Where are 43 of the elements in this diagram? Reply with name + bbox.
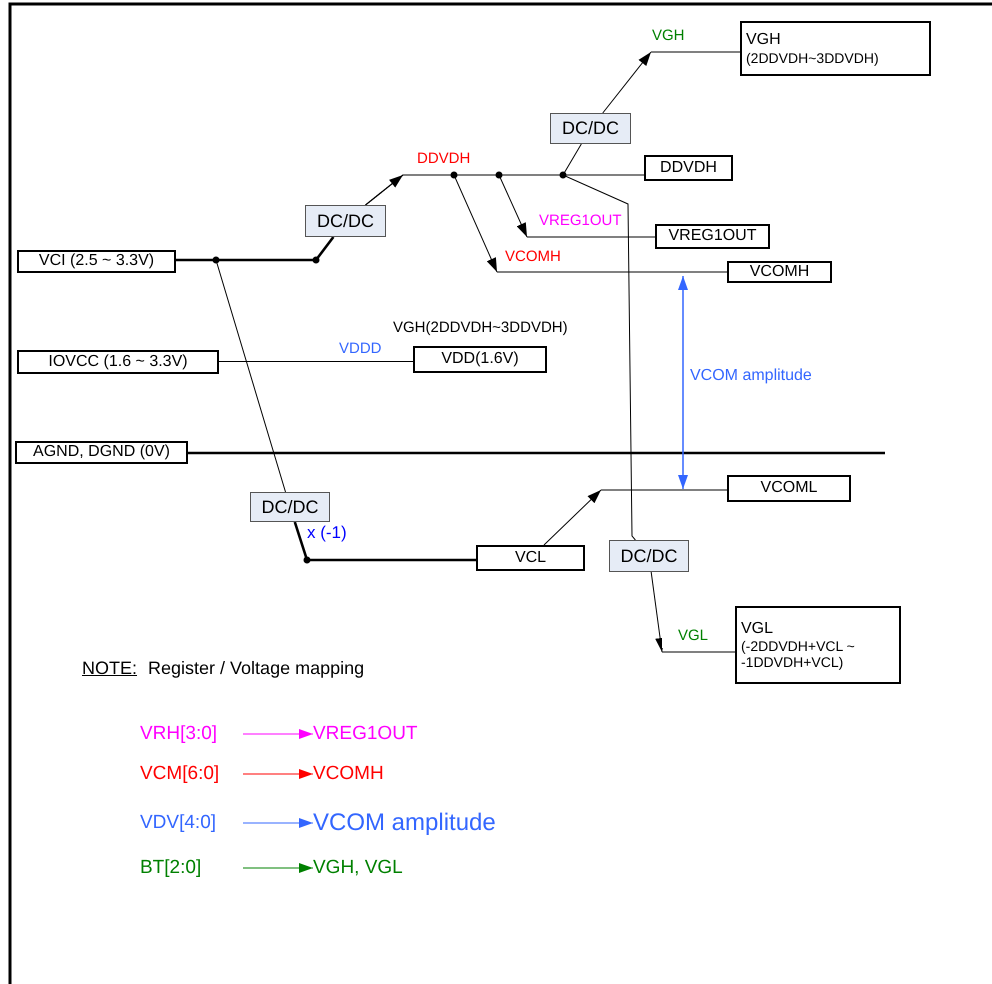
arrow <box>602 52 652 114</box>
arrow <box>242 769 314 779</box>
register-text: VGH, VGL <box>313 856 433 880</box>
amplitude-label: VCOM amplitude <box>690 367 812 385</box>
connector-line <box>365 174 636 540</box>
arrow <box>543 490 602 546</box>
voltage-box: VCI (2.5 ~ 3.3V) <box>17 250 176 273</box>
register-text: VRH[3:0] <box>140 722 243 746</box>
voltage-box <box>740 21 931 76</box>
factor-label: x (-1) <box>307 524 347 543</box>
register-text: VCM[6:0] <box>140 762 243 786</box>
voltage-box <box>735 606 901 684</box>
register-text: VDV[4:0] <box>140 810 243 836</box>
register-text: VCOMH <box>313 762 423 786</box>
register-text: VREG1OUT <box>313 722 453 746</box>
note-text: Register / Voltage mapping <box>148 659 364 679</box>
voltage-box: VCL <box>476 545 585 571</box>
connector-line <box>176 236 334 262</box>
voltage-box: IOVCC (1.6 ~ 3.3V) <box>17 350 219 374</box>
arrow <box>242 729 314 739</box>
voltage-range: (-2DDVDH+VCL ~ -1DDVDH+VCL) <box>741 638 855 670</box>
converter-box: DC/DC <box>609 540 689 572</box>
voltage-name: VGH <box>746 31 781 48</box>
connector-line <box>218 361 414 362</box>
converter-box: DC/DC <box>550 113 631 144</box>
converter-box: DC/DC <box>305 205 386 237</box>
voltage-box: VDD(1.6V) <box>413 346 547 373</box>
voltage-box: DDVDH <box>644 155 733 181</box>
connector-line <box>188 452 885 454</box>
voltage-box: VREG1OUT <box>655 224 770 249</box>
factor-label: VGH(2DDVDH~3DDVDH) <box>393 320 568 336</box>
register-text: BT[2:0] <box>140 856 243 880</box>
note-heading: NOTE: <box>82 659 138 679</box>
connector-line <box>294 522 476 562</box>
voltage-range: (2DDVDH~3DDVDH) <box>746 50 879 66</box>
arrow <box>242 818 314 828</box>
voltage-name: VGL <box>741 620 774 637</box>
converter-box: DC/DC <box>250 492 330 522</box>
voltage-box: AGND, DGND (0V) <box>15 441 188 464</box>
register-text: VCOM amplitude <box>313 808 513 838</box>
voltage-box: VCOML <box>727 475 851 502</box>
voltage-box: VCOMH <box>727 261 832 283</box>
arrow <box>242 863 314 873</box>
